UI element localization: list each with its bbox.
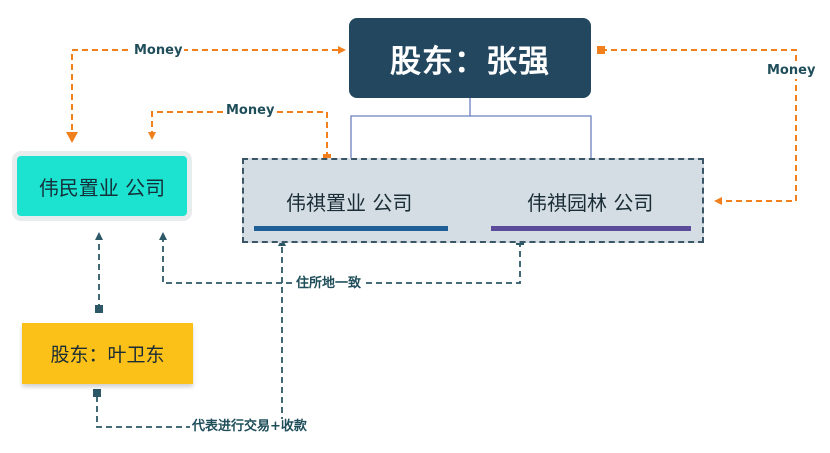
money-flow-top: [71, 46, 346, 140]
money-label-right: Money: [765, 63, 818, 79]
ye-weimin-anchor: [95, 305, 103, 313]
trade-anchor: [93, 389, 101, 397]
trade-link: [96, 238, 286, 428]
shareholder-zhangqiang-node: 股东：张强: [349, 18, 591, 98]
weiqi-company-label: 伟祺置业 公司: [286, 191, 413, 215]
trade-collect-label: 代表进行交易+收款: [190, 419, 309, 435]
shareholder-yeweidong-node: 股东：叶卫东: [22, 323, 193, 384]
yuanlin-underline-bar: [491, 226, 691, 231]
weiqi-underline-bar: [254, 226, 448, 231]
money-label-top: Money: [132, 43, 185, 59]
same-address-label: 住所地一致: [294, 276, 364, 292]
yuanlin-company-label: 伟祺园林 公司: [527, 191, 654, 215]
weimin-company-node: 伟民置业 公司: [12, 151, 192, 221]
money-top-arrow-icon: [66, 132, 78, 143]
money-right-anchor: [597, 46, 605, 54]
ownership-line-weiqi: [350, 98, 471, 186]
money-flow-right: [601, 49, 797, 205]
money-label-mid: Money: [224, 103, 277, 119]
